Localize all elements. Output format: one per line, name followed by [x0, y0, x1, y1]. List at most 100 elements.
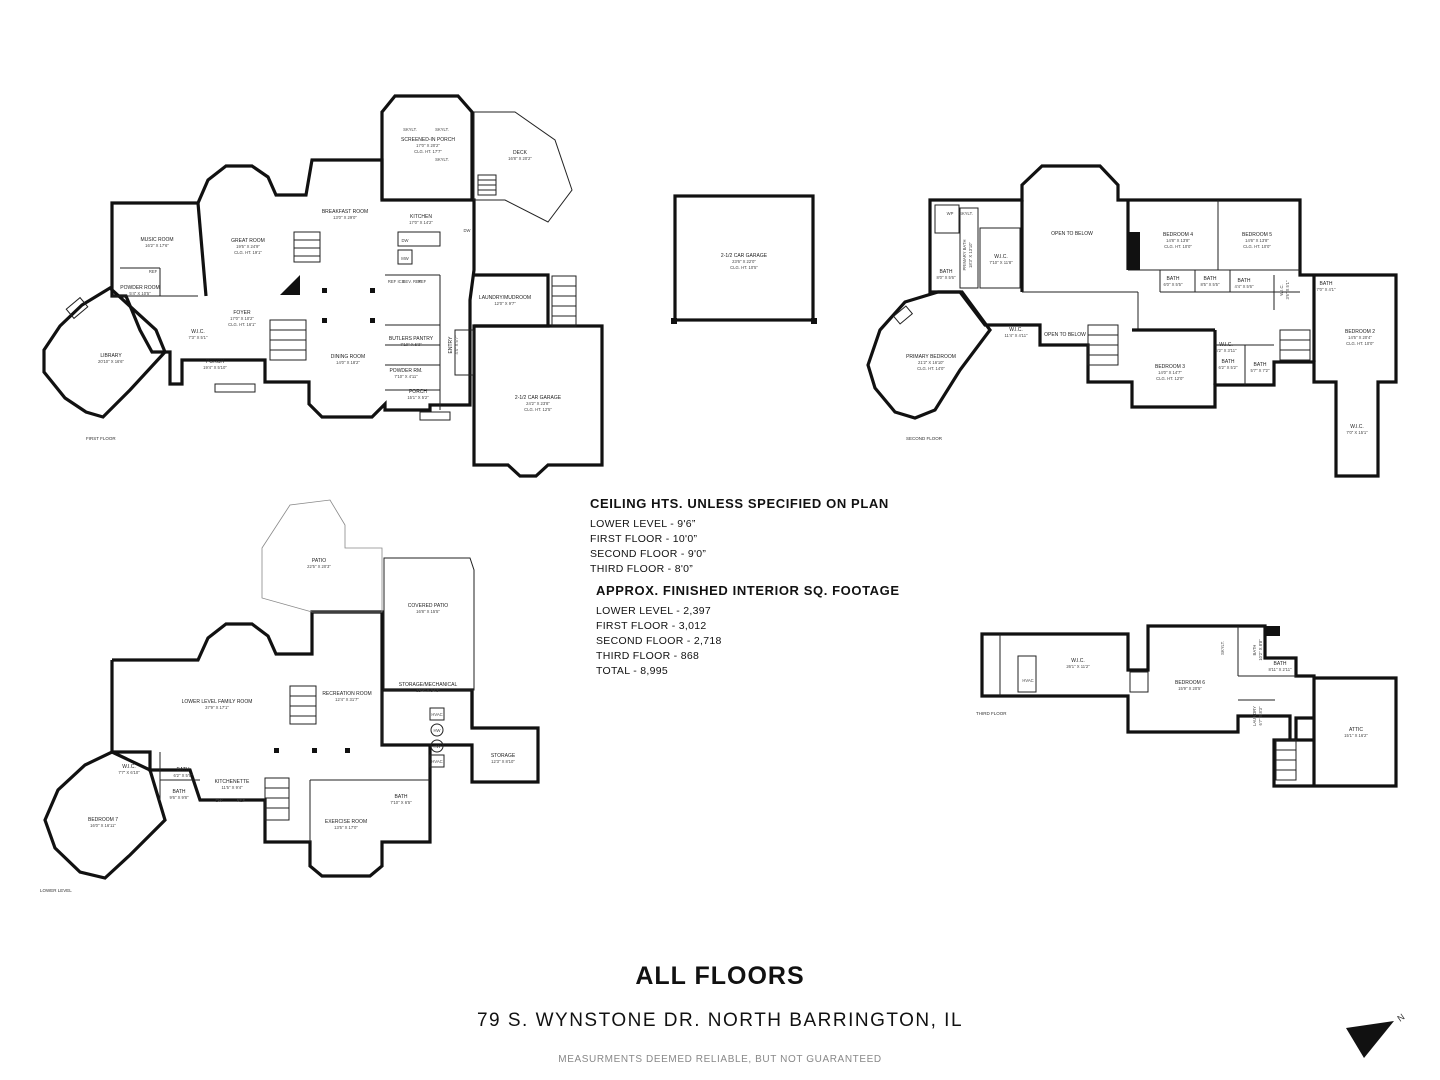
- svg-text:7'10" X 4'11": 7'10" X 4'11": [394, 374, 418, 379]
- svg-text:MW: MW: [401, 256, 408, 261]
- label-bath-2e: BATH: [1320, 281, 1333, 287]
- svg-text:CLG. HT. 10'0": CLG. HT. 10'0": [1164, 244, 1192, 249]
- svg-text:7'7" X 6'10": 7'7" X 6'10": [118, 770, 140, 775]
- label-covered-patio: COVERED PATIO: [408, 603, 448, 609]
- sqft-line: LOWER LEVEL - 2,397: [596, 605, 712, 617]
- svg-text:12'3" X 8'10": 12'3" X 8'10": [491, 759, 515, 764]
- room-labels: SCREENED-IN PORCH 17'0" X 20'2" CLG. HT.…: [40, 127, 1375, 893]
- ceiling-heights-title: CEILING HTS. UNLESS SPECIFIED ON PLAN: [590, 496, 889, 511]
- label-lower-level: LOWER LEVEL: [40, 888, 72, 893]
- label-wic: W.I.C.: [191, 329, 205, 335]
- label-bedroom-7: BEDROOM 7: [88, 817, 118, 823]
- third-floor-plan: [980, 624, 1398, 788]
- label-wic-2c: W.I.C.: [1009, 327, 1023, 333]
- svg-text:14'6" X 13'8": 14'6" X 13'8": [1245, 238, 1269, 243]
- svg-text:10'2" X 8'8": 10'2" X 8'8": [1258, 639, 1263, 661]
- label-music-room: MUSIC ROOM: [140, 237, 173, 243]
- label-open-below-b: OPEN TO BELOW: [1044, 332, 1086, 338]
- label-detached-garage: 2-1/2 CAR GARAGE: [721, 253, 768, 259]
- ceiling-line: SECOND FLOOR - 9'0”: [590, 548, 707, 560]
- svg-text:14'8" X 13'8": 14'8" X 13'8": [1166, 238, 1190, 243]
- label-great-room: GREAT ROOM: [231, 238, 265, 244]
- label-kitchenette: KITCHENETTE: [215, 779, 250, 785]
- label-bath-2f: BATH: [1222, 359, 1235, 365]
- label-second-floor: SECOND FLOOR: [906, 436, 943, 441]
- square-footage-notes: APPROX. FINISHED INTERIOR SQ. FOOTAGE LO…: [596, 583, 900, 679]
- svg-text:CLG. HT. 17'7": CLG. HT. 17'7": [414, 149, 442, 154]
- svg-text:13'0" X 29'0": 13'0" X 29'0": [333, 215, 357, 220]
- svg-text:5'4" X 10'5": 5'4" X 10'5": [129, 291, 151, 296]
- label-porch-east: PORCH: [409, 389, 427, 395]
- svg-text:7'0" X 4'1": 7'0" X 4'1": [1316, 287, 1336, 292]
- ceiling-heights-notes: CEILING HTS. UNLESS SPECIFIED ON PLAN LO…: [590, 496, 889, 577]
- label-exercise-room: EXERCISE ROOM: [325, 819, 367, 825]
- label-wic-2e: W.I.C.: [1350, 424, 1364, 430]
- svg-text:SKYLT.: SKYLT.: [403, 127, 417, 132]
- label-bath-2a: BATH: [940, 269, 953, 275]
- svg-text:CLG. HT. 12'0": CLG. HT. 12'0": [1156, 376, 1184, 381]
- svg-text:8'11" X 2'11": 8'11" X 2'11": [1268, 667, 1292, 672]
- svg-text:HVAC: HVAC: [1022, 678, 1033, 683]
- svg-text:7'10" X 6'5": 7'10" X 6'5": [390, 800, 412, 805]
- svg-text:12'4" X 31'7": 12'4" X 31'7": [335, 697, 359, 702]
- label-garage: 2-1/2 CAR GARAGE: [515, 395, 562, 401]
- label-bath-third-b: BATH: [1274, 661, 1287, 667]
- lower-level-plan: [43, 499, 540, 880]
- svg-text:11'5" X 9'4": 11'5" X 9'4": [221, 785, 243, 790]
- svg-text:16'8" X 15'5": 16'8" X 15'5": [416, 609, 440, 614]
- svg-text:5'7" X 7'2": 5'7" X 7'2": [1250, 368, 1270, 373]
- svg-text:CLG. HT. 12'5": CLG. HT. 12'5": [524, 407, 552, 412]
- ceiling-line: LOWER LEVEL - 9'6”: [590, 518, 696, 530]
- svg-text:HW: HW: [434, 728, 441, 733]
- label-wic-2d: W.I.C.: [1219, 342, 1233, 348]
- first-floor-plan: [42, 94, 604, 478]
- label-laundry-third: LAUNDRY: [1252, 706, 1257, 726]
- svg-text:SKYLT.: SKYLT.: [1220, 641, 1225, 655]
- svg-text:16'0" X 16'11": 16'0" X 16'11": [90, 823, 116, 828]
- label-deck: DECK: [513, 150, 528, 156]
- label-bath-lower-a: BATH: [177, 767, 190, 773]
- svg-text:17'0" X 14'2": 17'0" X 14'2": [409, 220, 433, 225]
- svg-text:19'5" X 24'9": 19'5" X 24'9": [236, 244, 260, 249]
- label-recreation-room: RECREATION ROOM: [322, 691, 371, 697]
- disclaimer: MEASURMENTS DEEMED RELIABLE, BUT NOT GUA…: [558, 1054, 882, 1065]
- svg-text:DW: DW: [464, 228, 471, 233]
- svg-text:CLG. HT. 14'0": CLG. HT. 14'0": [917, 366, 945, 371]
- svg-text:SKYLT.: SKYLT.: [435, 157, 449, 162]
- svg-text:SKYLT.: SKYLT.: [435, 127, 449, 132]
- north-arrow: N: [1346, 1012, 1406, 1058]
- svg-text:7'10" X 5'3": 7'10" X 5'3": [400, 342, 422, 347]
- ceiling-line: THIRD FLOOR - 8'0”: [590, 563, 694, 575]
- square-footage-title: APPROX. FINISHED INTERIOR SQ. FOOTAGE: [596, 583, 900, 598]
- svg-text:CLG. HT. 19'1": CLG. HT. 19'1": [234, 250, 262, 255]
- label-kitchen: KITCHEN: [410, 214, 432, 220]
- svg-text:26'1" X 11'2": 26'1" X 11'2": [1066, 664, 1090, 669]
- svg-text:24'2" X 23'8": 24'2" X 23'8": [526, 401, 550, 406]
- label-library: LIBRARY: [100, 353, 122, 359]
- label-wic-2a: W.I.C.: [994, 254, 1008, 260]
- svg-text:21'2" X 16'10": 21'2" X 16'10": [918, 360, 945, 365]
- svg-text:6'0" X 5'5": 6'0" X 5'5": [1163, 282, 1183, 287]
- svg-text:HW: HW: [434, 744, 441, 749]
- label-open-below-a: OPEN TO BELOW: [1051, 231, 1093, 237]
- second-floor-plan: [866, 164, 1398, 478]
- sqft-line: THIRD FLOOR - 868: [596, 650, 700, 662]
- svg-text:19'4" X 5'10": 19'4" X 5'10": [203, 365, 227, 370]
- label-storage: STORAGE: [491, 753, 516, 759]
- svg-text:REF: REF: [149, 269, 158, 274]
- svg-text:37'9" X 17'1": 37'9" X 17'1": [205, 705, 229, 710]
- label-laundry: LAUNDRY/MUDROOM: [479, 295, 531, 301]
- ceiling-line: FIRST FLOOR - 10'0”: [590, 533, 698, 545]
- label-wic-lower: W.I.C.: [122, 764, 136, 770]
- label-dining: DINING ROOM: [331, 354, 365, 360]
- svg-text:14'0" X 18'2": 14'0" X 18'2": [336, 360, 360, 365]
- svg-text:23'6" X 22'0": 23'6" X 22'0": [732, 259, 756, 264]
- svg-text:14'5" X 20'4": 14'5" X 20'4": [1348, 335, 1372, 340]
- label-bath-lower-b: BATH: [173, 789, 186, 795]
- svg-text:HVAC: HVAC: [431, 759, 442, 764]
- svg-text:8'5" X 5'5": 8'5" X 5'5": [1200, 282, 1220, 287]
- label-foyer: FOYER: [233, 310, 251, 316]
- svg-text:15'4" X 34'3": 15'4" X 34'3": [416, 688, 440, 693]
- label-primary-bath: PRIMARY BATH: [962, 240, 967, 271]
